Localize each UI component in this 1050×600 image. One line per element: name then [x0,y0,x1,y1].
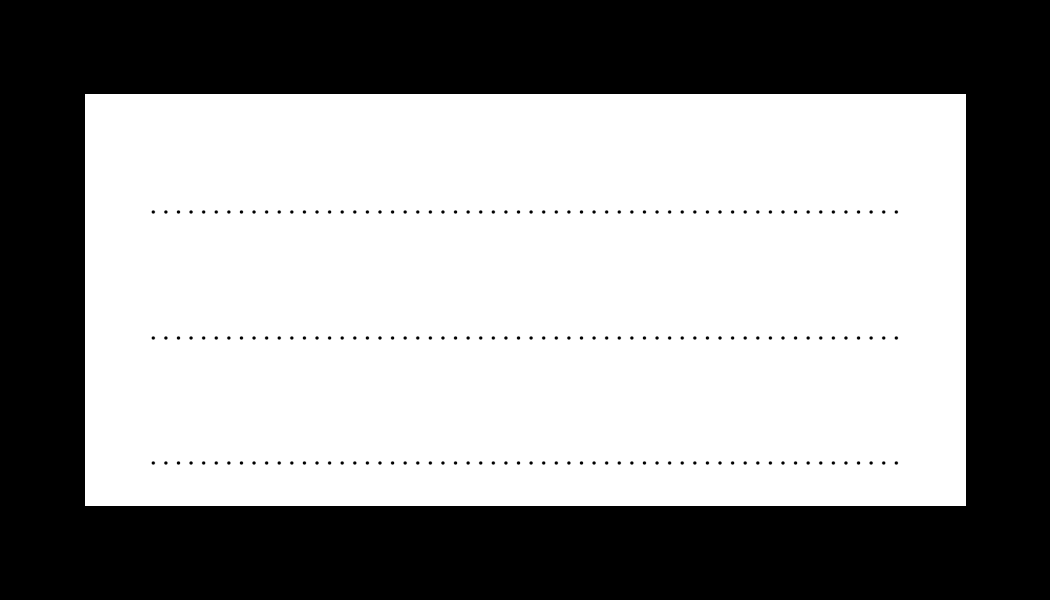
dotted-fill-line-1 [147,210,905,214]
blank-form-card [85,94,966,506]
dotted-fill-line-2 [147,336,905,340]
dotted-fill-line-3 [147,461,905,465]
